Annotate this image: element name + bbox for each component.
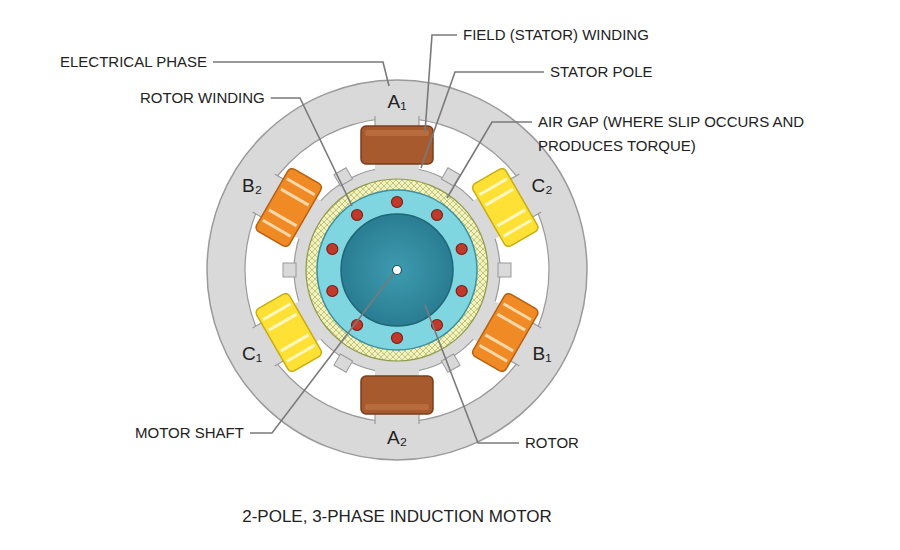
field-windings <box>254 126 539 414</box>
leader-line <box>425 305 519 443</box>
rotor-bar <box>392 333 403 344</box>
leader-line <box>447 122 532 198</box>
phase-label: B₂ <box>242 177 262 195</box>
stator-ring <box>294 167 500 373</box>
stator-bore <box>245 118 549 422</box>
stator-teeth <box>283 168 511 372</box>
rotor-core <box>341 214 453 326</box>
rotor-bar <box>431 209 442 220</box>
rotor-bar <box>456 243 467 254</box>
phase-label: C₂ <box>531 177 552 195</box>
air-gap <box>306 179 488 361</box>
stator-yoke <box>207 80 587 460</box>
leader-line <box>271 98 352 206</box>
rotor <box>317 190 477 350</box>
rotor-bar <box>327 243 338 254</box>
callout-label: STATOR POLE <box>550 63 653 81</box>
callout-label: AIR GAP (WHERE SLIP OCCURS AND PRODUCES … <box>538 110 848 158</box>
callout-label: ROTOR <box>525 434 579 452</box>
rotor-bars <box>327 197 467 344</box>
callout-label: FIELD (STATOR) WINDING <box>463 26 649 44</box>
rotor-bar <box>327 286 338 297</box>
callout-label: ELECTRICAL PHASE <box>60 53 207 71</box>
callout-label: MOTOR SHAFT <box>135 424 244 442</box>
phase-label: A₁ <box>387 93 406 111</box>
leader-line <box>421 72 544 168</box>
phase-label: A₂ <box>387 429 407 447</box>
stator-poles <box>252 115 542 425</box>
leader-line <box>425 35 457 132</box>
leader-line <box>213 62 389 86</box>
callout-label: ROTOR WINDING <box>140 89 265 107</box>
rotor-bar <box>392 197 403 208</box>
phase-label: B₁ <box>532 345 551 363</box>
phase-label: C₁ <box>242 345 262 363</box>
rotor-bar <box>456 286 467 297</box>
leader-line <box>250 274 393 433</box>
rotor-bar <box>352 209 363 220</box>
caption: 2-POLE, 3-PHASE INDUCTION MOTOR <box>242 507 552 527</box>
motor-shaft <box>393 266 402 275</box>
